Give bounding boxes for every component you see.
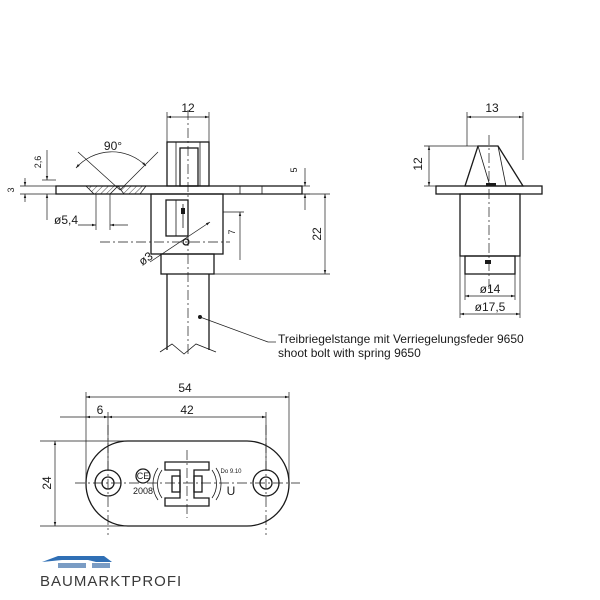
side-housing: [459, 193, 521, 257]
dim-side-height: 12: [411, 157, 425, 171]
center-bolt-slot: [164, 461, 210, 507]
ce-mark: CE: [137, 471, 150, 481]
front-view: 12 90° 2,6 3 ø5,4 5 22: [6, 101, 330, 355]
countersink-hatch-left: [85, 185, 119, 195]
dim-7: 7: [227, 229, 237, 234]
bolt-slot: [179, 147, 199, 187]
housing-lower: [160, 253, 215, 275]
dim-hole-distance: 42: [180, 403, 194, 417]
callout-english: shoot bolt with spring 9650: [278, 346, 421, 360]
plate-outline: [85, 440, 290, 527]
callout-german: Treibriegelstange mit Verriegelungsfeder…: [278, 332, 524, 346]
standard-mark: Do 9.10: [220, 469, 242, 475]
dim-dia-3: ø3: [136, 249, 156, 269]
dim-dia-17-5: ø17,5: [475, 300, 506, 314]
brand-name: BAUMARKTPROFI: [40, 573, 182, 590]
dim-dia-5-4: ø5,4: [54, 213, 78, 227]
dim-5: 5: [289, 167, 299, 172]
wedge-head: [464, 145, 525, 187]
dim-plate-height: 24: [40, 476, 54, 490]
dim-side-width: 13: [485, 101, 499, 115]
side-view: 13 12 ø14 ø17,5: [411, 101, 543, 318]
spring-cavity: [165, 199, 189, 237]
dim-dia-14: ø14: [480, 282, 501, 296]
countersink-hatch-right: [117, 185, 147, 195]
dim-2-6: 2,6: [33, 156, 43, 169]
dim-offset-6: 6: [97, 403, 104, 417]
dim-22: 22: [310, 227, 324, 241]
dim-angle: 90°: [104, 139, 122, 153]
dim-top-width: 12: [181, 101, 195, 115]
side-housing-lower: [464, 255, 516, 275]
brand-logo: BAUMARKTPROFI: [40, 556, 182, 590]
u-mark: U: [227, 484, 236, 498]
plate-view: CE 2008 Do 9.10 U 54 6 42 24: [40, 381, 300, 535]
dim-3: 3: [6, 187, 16, 192]
logo-roof-icon: [42, 556, 112, 562]
ce-mark-circle: [135, 468, 151, 484]
dim-total-length: 54: [178, 381, 192, 395]
year-mark: 2008: [133, 486, 153, 496]
